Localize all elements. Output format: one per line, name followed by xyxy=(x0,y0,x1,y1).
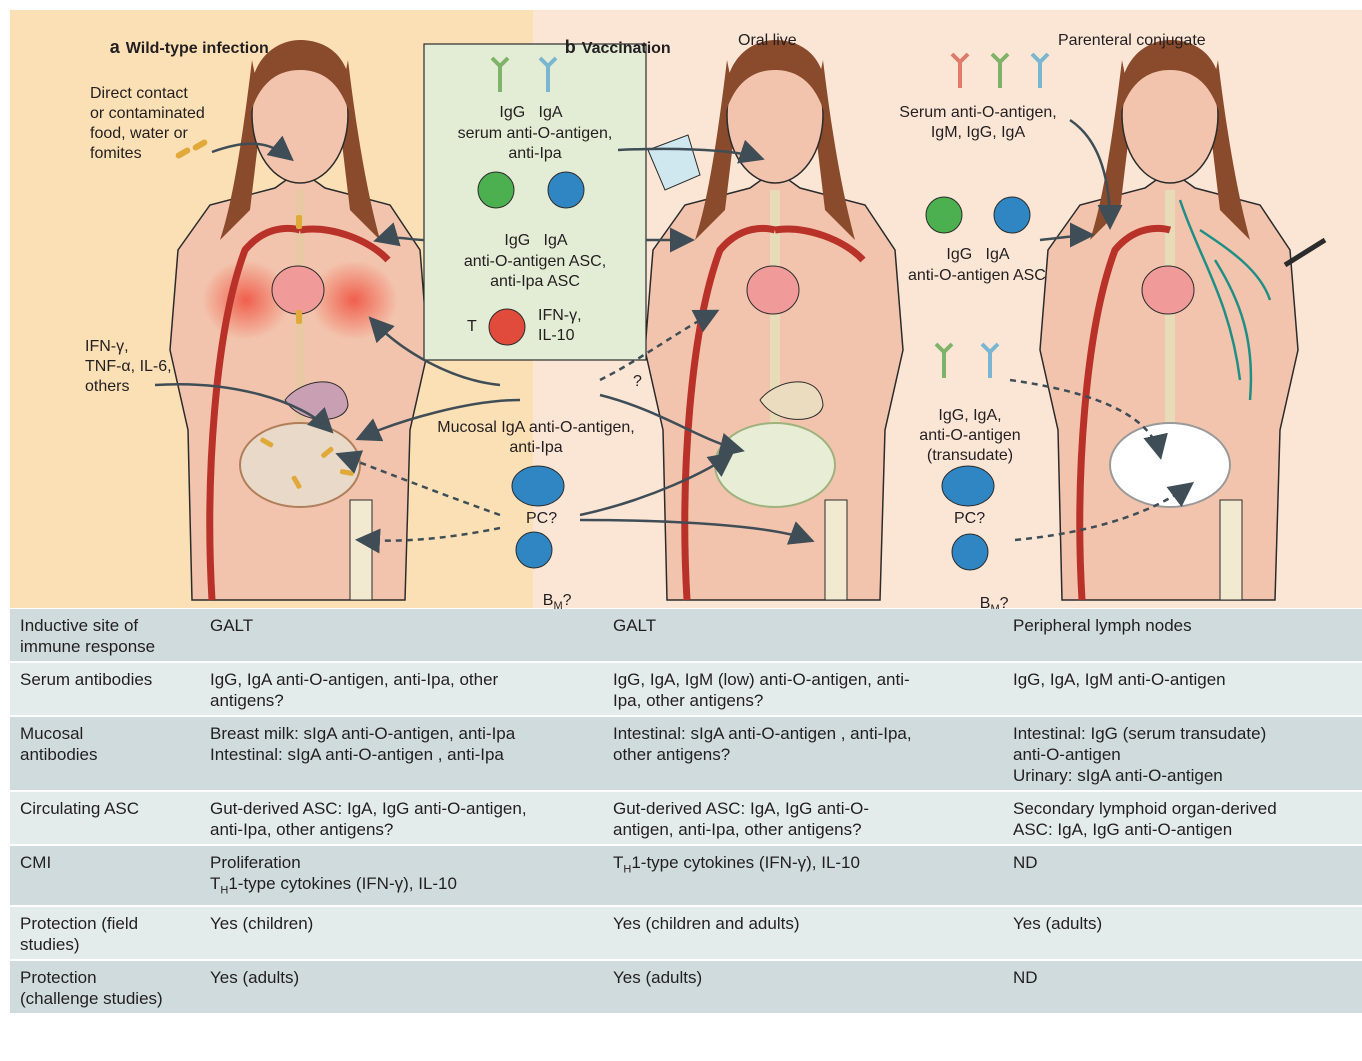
table-cell: Gut-derived ASC: IgA, IgG anti-O- antige… xyxy=(603,791,1003,845)
row-header: Serum antibodies xyxy=(10,662,200,716)
comparison-table: Inductive site of immune response GALT G… xyxy=(10,609,1362,1015)
table-cell: Yes (adults) xyxy=(603,960,1003,1014)
conj-iga-asc-cell xyxy=(994,197,1030,233)
table-cell: Breast milk: sIgA anti-O-antigen, anti-I… xyxy=(200,716,603,791)
memory-b-cell-2 xyxy=(952,534,988,570)
row-header: Protection (field studies) xyxy=(10,906,200,960)
panel-b-title: b Vaccination xyxy=(547,17,671,79)
table-cell: Intestinal: IgG (serum transudate) anti-… xyxy=(1003,716,1362,791)
iga-asc-cell xyxy=(548,172,584,208)
bm-q: ? xyxy=(563,592,572,609)
row-header: Inductive site of immune response xyxy=(10,609,200,662)
transudate-label: IgG, IgA, anti-O-antigen (transudate) xyxy=(905,406,1035,466)
row-header: CMI xyxy=(10,845,200,906)
serum-antibody-types: IgG IgA xyxy=(466,103,596,123)
cmi-t-prefix: T xyxy=(210,874,220,893)
table-row: Inductive site of immune response GALT G… xyxy=(10,609,1362,662)
cmi-proliferation: Proliferation xyxy=(210,853,301,872)
plasma-cell-2 xyxy=(942,466,994,506)
mucosal-iga-label: Mucosal IgA anti-O-antigen, anti-Ipa xyxy=(420,418,652,458)
panel-a-letter: a xyxy=(110,37,120,57)
row-header: Protection (challenge studies) xyxy=(10,960,200,1014)
table-cell: Yes (children and adults) xyxy=(603,906,1003,960)
table-cell: Intestinal: sIgA anti-O-antigen , anti-I… xyxy=(603,716,1003,791)
table-cell: Secondary lymphoid organ-derived ASC: Ig… xyxy=(1003,791,1362,845)
conj-igg-asc-cell xyxy=(926,197,962,233)
row-header: Mucosal antibodies xyxy=(10,716,200,791)
subtitle-oral-live: Oral live xyxy=(738,31,797,51)
cell-info-box xyxy=(424,44,646,360)
cmi-t-prefix-2: T xyxy=(613,853,623,872)
t-cell-cytokines: IFN-γ, IL-10 xyxy=(538,306,582,346)
conjugate-asc-types: IgG IgA xyxy=(918,245,1038,265)
row-header: Circulating ASC xyxy=(10,791,200,845)
table-row: Protection (challenge studies) Yes (adul… xyxy=(10,960,1362,1014)
table-row: Circulating ASC Gut-derived ASC: IgA, Ig… xyxy=(10,791,1362,845)
bm-b: B xyxy=(543,592,554,609)
igg-asc-cell xyxy=(478,172,514,208)
table-cell: Yes (adults) xyxy=(200,960,603,1014)
table-cell: GALT xyxy=(603,609,1003,662)
cytokines-label: IFN-γ, TNF-α, IL-6, others xyxy=(85,337,172,397)
table-cell: Yes (children) xyxy=(200,906,603,960)
panel-a-title: a Wild-type infection xyxy=(92,17,269,79)
t-cell-label: T xyxy=(467,317,477,337)
pc-question-label: PC? xyxy=(526,509,557,529)
table-cell: GALT xyxy=(200,609,603,662)
serum-conjugate-label: Serum anti-O-antigen, IgM, IgG, IgA xyxy=(878,103,1078,143)
panel-a-title-text: Wild-type infection xyxy=(126,40,269,57)
memory-b-cell xyxy=(516,532,552,568)
plasma-cell xyxy=(512,466,564,506)
panel-b-title-text: Vaccination xyxy=(582,40,671,57)
table-cell: Peripheral lymph nodes xyxy=(1003,609,1362,662)
table-cell: IgG, IgA anti-O-antigen, anti-Ipa, other… xyxy=(200,662,603,716)
cmi-th1-text-2: 1-type cytokines (IFN-γ), IL-10 xyxy=(631,853,860,872)
cmi-th1-text: 1-type cytokines (IFN-γ), IL-10 xyxy=(228,874,457,893)
asc-desc: anti-O-antigen ASC, anti-Ipa ASC xyxy=(431,252,639,292)
table-cell: IgG, IgA, IgM (low) anti-O-antigen, anti… xyxy=(603,662,1003,716)
table-cell: Yes (adults) xyxy=(1003,906,1362,960)
table-cell: ND xyxy=(1003,960,1362,1014)
subtitle-parenteral-conjugate: Parenteral conjugate xyxy=(1058,31,1206,51)
table-cell: ND xyxy=(1003,845,1362,906)
panel-b-letter: b xyxy=(565,37,576,57)
serum-antibody-desc: serum anti-O-antigen, anti-Ipa xyxy=(431,124,639,164)
t-cell xyxy=(489,309,525,345)
figure-stage: a Wild-type infection b Vaccination Oral l… xyxy=(0,0,1362,608)
table-cell: IgG, IgA, IgM anti-O-antigen xyxy=(1003,662,1362,716)
table-cell-cmi-oral: TH1-type cytokines (IFN-γ), IL-10 xyxy=(603,845,1003,906)
table-row: Mucosal antibodies Breast milk: sIgA ant… xyxy=(10,716,1362,791)
question-mark-label: ? xyxy=(633,372,642,392)
conjugate-asc-desc: anti-O-antigen ASC xyxy=(908,266,1046,286)
asc-types: IgG IgA xyxy=(471,231,601,251)
direct-contact-label: Direct contact or contaminated food, wat… xyxy=(90,84,205,164)
pc-question-label-2: PC? xyxy=(954,509,985,529)
table-row: Protection (field studies) Yes (children… xyxy=(10,906,1362,960)
table-cell: Gut-derived ASC: IgA, IgG anti-O-antigen… xyxy=(200,791,603,845)
table-row: CMI Proliferation TH1-type cytokines (IFN… xyxy=(10,845,1362,906)
table-row: Serum antibodies IgG, IgA anti-O-antigen… xyxy=(10,662,1362,716)
